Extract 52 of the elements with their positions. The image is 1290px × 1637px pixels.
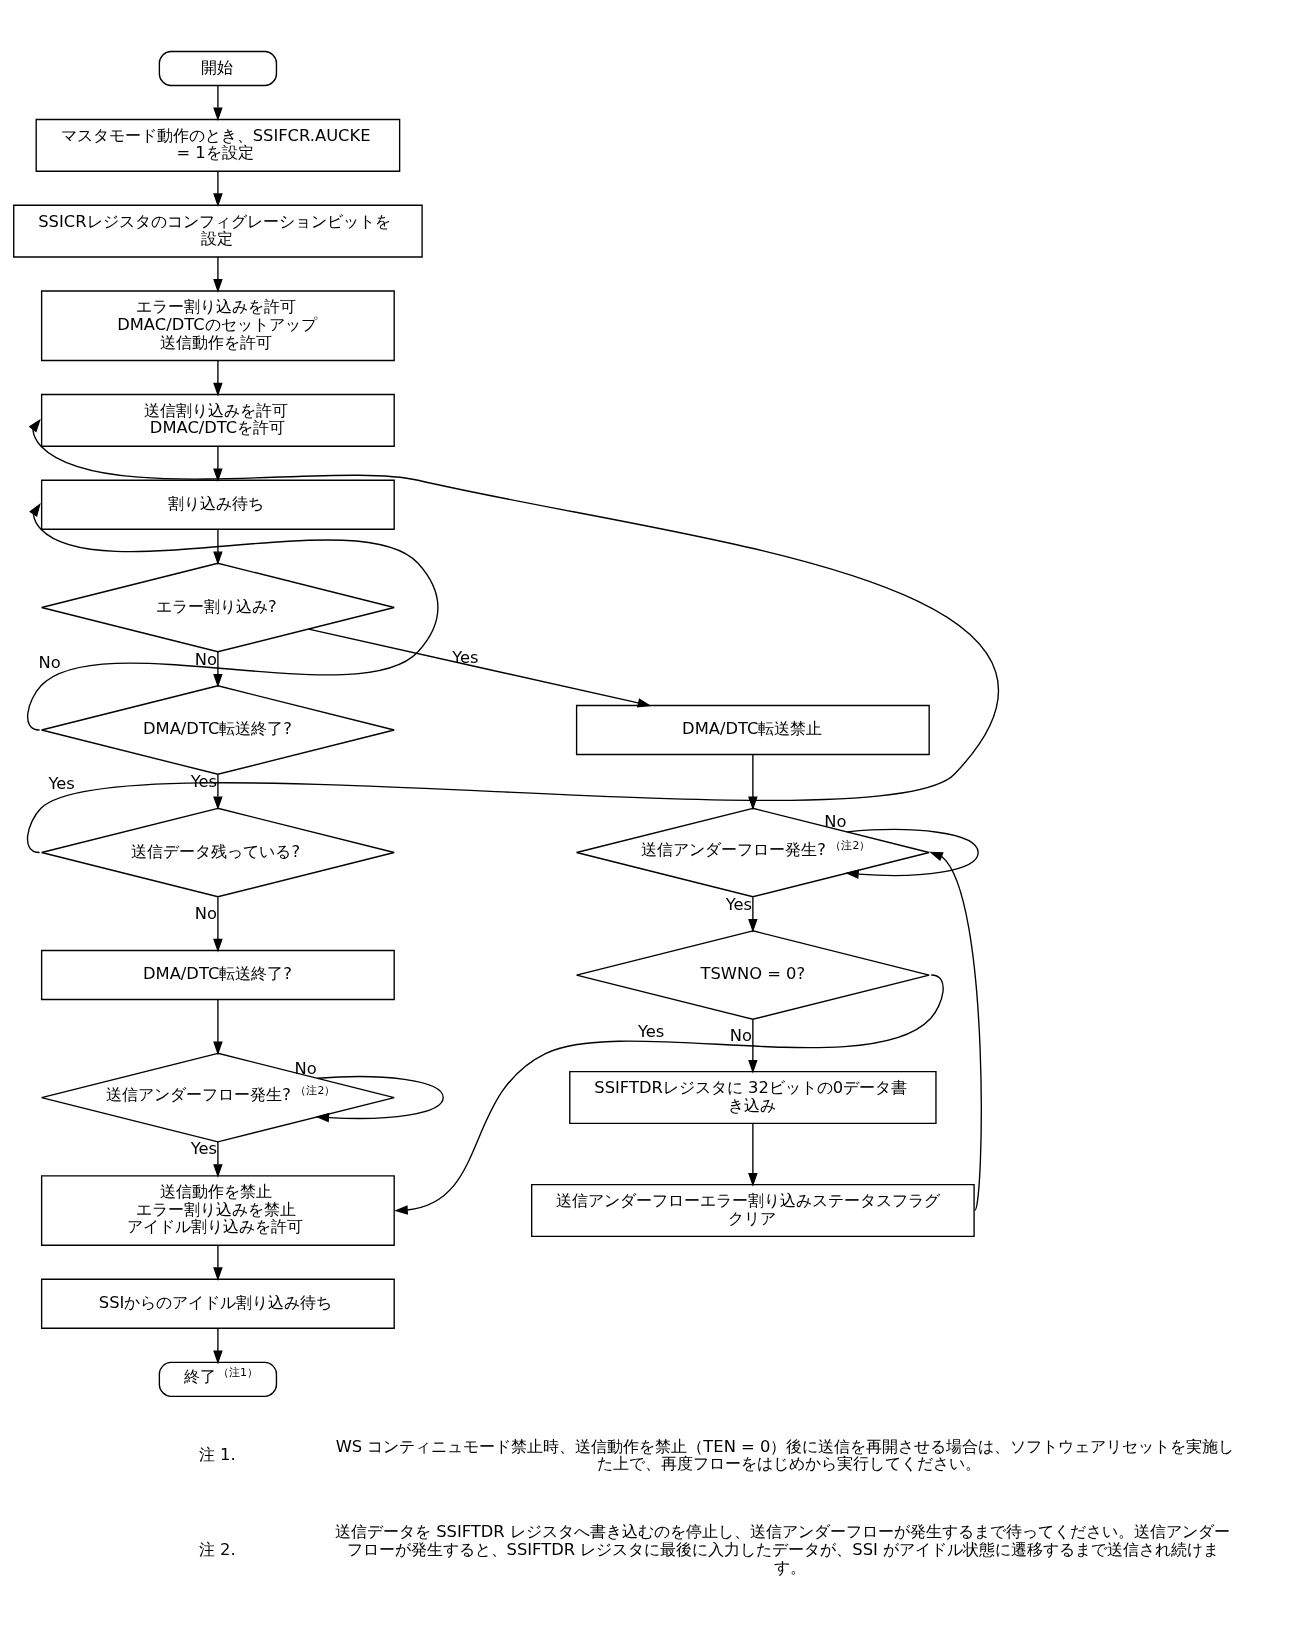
edge-label: Yes xyxy=(638,1022,665,1042)
arrow xyxy=(315,1076,444,1123)
node-box: DMA/DTC転送終了? xyxy=(40,949,395,1001)
label: 送信データを SSIFTDR レジスタへ書き込むのを停止し、送信アンダーフローが発生するまで待ってください。送信アンダーフローが発生すると、SSIFTDR レジスタに最後に入力したデータが、SSI がアイドル状態に遷移するまで送信され続けます。 xyxy=(334,1522,1230,1577)
edge-label: No xyxy=(38,652,61,672)
node-box: 終了$^{（注1）}$ xyxy=(158,1361,278,1397)
node-diamond: DMA/DTC転送終了? xyxy=(40,685,395,775)
arrow xyxy=(308,628,652,708)
node-diamond: TSWNO = 0? xyxy=(575,930,930,1020)
edge-label: No xyxy=(824,812,847,832)
arrow xyxy=(213,1141,223,1178)
label: 注 2. xyxy=(198,1540,236,1560)
arrow xyxy=(748,1018,758,1074)
arrow xyxy=(845,828,979,879)
arrow xyxy=(929,851,982,1212)
arrow xyxy=(213,651,223,688)
node-box: 割り込み待ち xyxy=(40,479,395,530)
label: WS コンティニュモード禁止時、送信動作を禁止（TEN = 0）後に送信を再開させる場合は、ソフトウェアリセットを実施した上で、再度フローをはじめから実行してください。 xyxy=(335,1436,1235,1474)
arrow xyxy=(213,360,223,397)
arrow xyxy=(213,170,223,207)
edge-label: No xyxy=(294,1058,317,1078)
node-box: DMA/DTC転送禁止 xyxy=(575,704,930,756)
label: 注 1. xyxy=(198,1445,236,1465)
edge-label: Yes xyxy=(48,773,75,793)
arrow xyxy=(213,256,223,293)
node-box: SSICRレジスタのコンフィグレーションビットを設定 xyxy=(13,204,423,258)
node-box: SSIからのアイドル割り込み待ち xyxy=(40,1278,395,1329)
edge-label: No xyxy=(194,903,217,923)
arrow xyxy=(213,896,223,953)
node-diamond: エラー割り込み? xyxy=(40,562,395,653)
node-box: SSIFTDRレジスタに 32ビットの0データ書き込み xyxy=(569,1071,937,1125)
node-box: 送信アンダーフローエラー割り込みステータスフラグクリア xyxy=(531,1184,975,1238)
arrow xyxy=(213,999,223,1056)
node-box: 開始 xyxy=(158,50,278,87)
arrow xyxy=(213,528,223,566)
arrow xyxy=(394,974,944,1215)
arrow xyxy=(26,418,1000,854)
node-box: 送信割り込みを許可 DMAC/DTCを許可 xyxy=(40,393,395,447)
arrow xyxy=(213,84,223,121)
node-box: 送信動作を禁止 エラー割り込みを禁止 アイドル割り込みを許可 xyxy=(40,1175,395,1246)
arrow xyxy=(748,1123,758,1187)
arrow xyxy=(213,1244,223,1281)
arrow xyxy=(213,1327,223,1365)
edge-label: No xyxy=(729,1026,752,1046)
edge-label: Yes xyxy=(452,647,479,667)
node-box: マスタモード動作のとき、SSIFCR.AUCKE = 1を設定 xyxy=(35,118,401,172)
arrow xyxy=(748,754,758,811)
arrow xyxy=(748,896,758,933)
node-diamond: 送信データ残っている? xyxy=(40,807,395,898)
arrow xyxy=(213,773,223,811)
node-box: エラー割り込みを許可 DMAC/DTCのセットアップ 送信動作を許可 xyxy=(40,290,395,362)
arrow xyxy=(213,445,223,483)
